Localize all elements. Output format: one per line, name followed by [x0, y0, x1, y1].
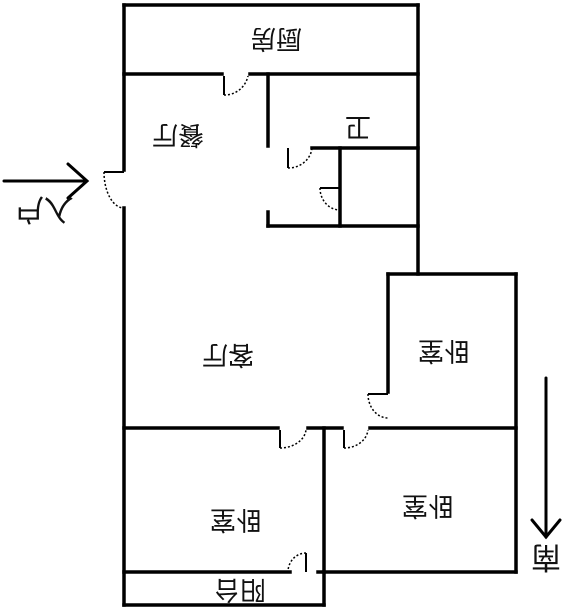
south-arrow: [530, 376, 562, 540]
door-kitchen: [223, 75, 249, 96]
doors: [103, 75, 389, 573]
compass-label-south: 南: [531, 539, 561, 574]
room-labels: 厨房 餐厅 卫 客厅 卧室 卧室 卧室 阳台: [152, 23, 470, 604]
room-label-bedroom-southeast: 卧室: [402, 490, 454, 520]
door-bath-1: [287, 147, 313, 169]
entrance-label: 入户: [14, 191, 74, 226]
room-label-living: 客厅: [202, 339, 254, 369]
room-label-bedroom-east: 卧室: [418, 335, 470, 365]
room-label-bedroom-southwest: 卧室: [210, 504, 262, 534]
walls: [122, 3, 518, 607]
room-label-kitchen: 厨房: [250, 23, 302, 53]
door-east-bedroom: [367, 393, 389, 419]
room-label-bathroom: 卫: [345, 111, 371, 141]
door-se-bedroom: [343, 429, 369, 449]
door-entrance: [103, 171, 125, 209]
door-balcony: [287, 552, 307, 573]
entrance-arrow: [2, 162, 90, 200]
door-sw-bedroom: [279, 429, 307, 449]
door-bath-2: [319, 187, 341, 211]
room-label-balcony: 阳台: [214, 574, 266, 604]
room-label-dining: 餐厅: [152, 119, 204, 149]
